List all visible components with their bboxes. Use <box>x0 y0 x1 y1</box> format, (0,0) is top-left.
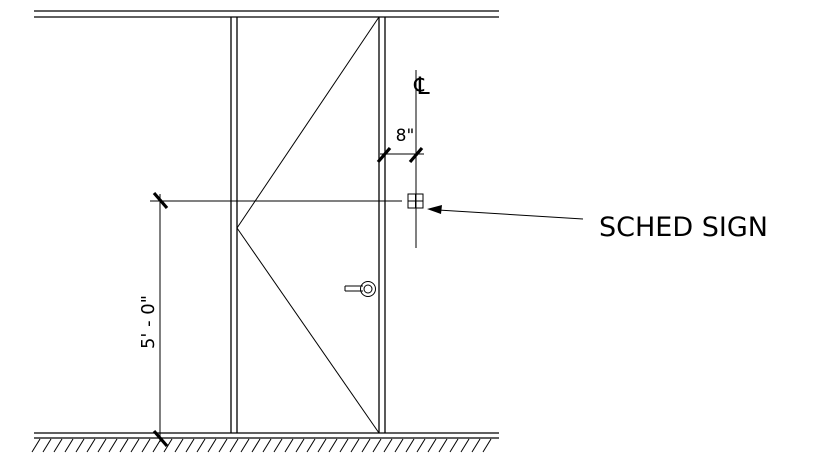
hatch-stroke <box>427 438 437 453</box>
hatch-stroke <box>295 438 305 453</box>
hatch-stroke <box>460 438 470 453</box>
hatch-stroke <box>405 438 415 453</box>
hatch-stroke <box>284 438 294 453</box>
floor-line <box>34 432 499 439</box>
hatch-stroke <box>185 438 195 453</box>
hatch-stroke <box>339 438 349 453</box>
hatch-stroke <box>196 438 206 453</box>
floor-hatching <box>31 438 492 453</box>
hatch-stroke <box>273 438 283 453</box>
hatch-stroke <box>174 438 184 453</box>
hatch-stroke <box>108 438 118 453</box>
hatch-stroke <box>372 438 382 453</box>
hatch-stroke <box>141 438 151 453</box>
ceiling-line <box>34 10 499 18</box>
hatch-stroke <box>471 438 481 453</box>
hatch-stroke <box>328 438 338 453</box>
hatch-stroke <box>64 438 74 453</box>
hatch-stroke <box>207 438 217 453</box>
hatch-stroke <box>262 438 272 453</box>
hatch-stroke <box>42 438 52 453</box>
hatch-stroke <box>394 438 404 453</box>
hatch-stroke <box>350 438 360 453</box>
hatch-stroke <box>449 438 459 453</box>
callout-label: SCHED SIGN <box>599 212 768 243</box>
hatch-stroke <box>306 438 316 453</box>
hatch-stroke <box>240 438 250 453</box>
height-dimension <box>152 191 169 448</box>
hatch-stroke <box>251 438 261 453</box>
hatch-stroke <box>97 438 107 453</box>
door-handle <box>344 281 376 297</box>
hatch-stroke <box>119 438 129 453</box>
door-frame <box>230 17 386 433</box>
hatch-stroke <box>31 438 41 453</box>
hatch-stroke <box>86 438 96 453</box>
offset-dimension-label: 8" <box>396 126 415 146</box>
offset-dimension <box>376 146 424 164</box>
hatch-stroke <box>163 438 173 453</box>
callout-leader <box>427 205 584 220</box>
hatch-stroke <box>361 438 371 453</box>
hatch-stroke <box>53 438 63 453</box>
hatch-stroke <box>130 438 140 453</box>
door-swing-lines <box>236 16 380 434</box>
hatch-stroke <box>482 438 492 453</box>
hatch-stroke <box>438 438 448 453</box>
hatch-stroke <box>218 438 228 453</box>
hatch-stroke <box>75 438 85 453</box>
hatch-stroke <box>383 438 393 453</box>
hatch-stroke <box>229 438 239 453</box>
centerline-symbol: ℄ <box>413 72 430 100</box>
height-dimension-label: 5' - 0" <box>138 295 159 349</box>
sched-sign-symbol <box>407 193 424 209</box>
hatch-stroke <box>317 438 327 453</box>
hatch-stroke <box>416 438 426 453</box>
